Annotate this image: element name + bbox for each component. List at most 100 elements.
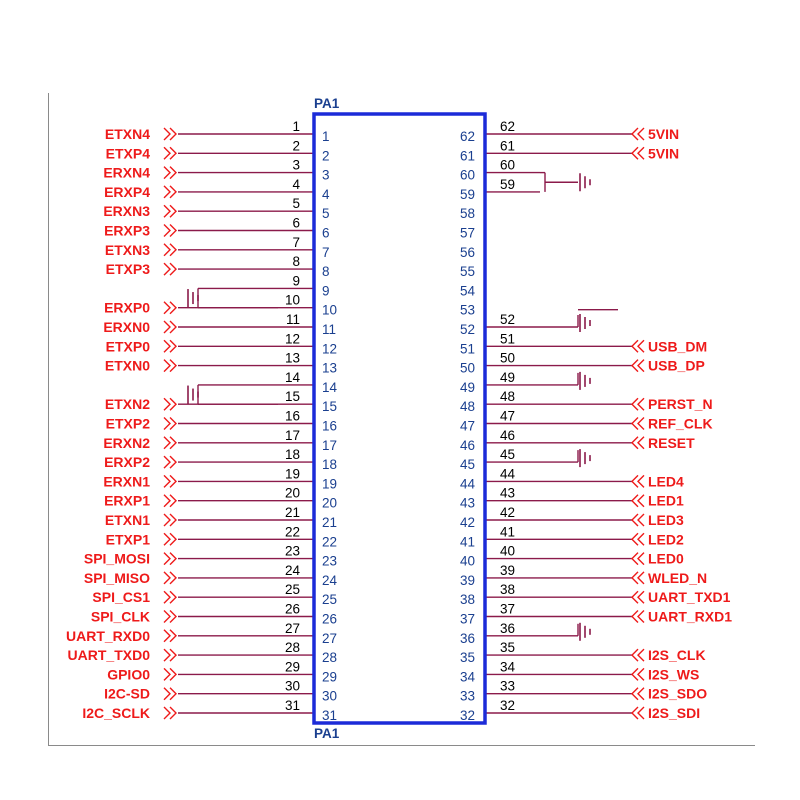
pin-number: 42 [500, 505, 515, 520]
offpage-connector-icon [163, 339, 177, 353]
pin-number: 46 [500, 428, 515, 443]
net-label: LED2 [648, 531, 684, 547]
offpage-connector-icon [631, 127, 645, 141]
offpage-connector-icon [163, 397, 177, 411]
ground-symbol-icon [187, 289, 199, 308]
chevron-stroke [631, 610, 639, 623]
pin-inner-number: 55 [460, 264, 475, 279]
chevron-stroke [631, 417, 639, 430]
chevron-stroke [631, 513, 639, 527]
net-label: 5VIN [648, 126, 679, 142]
chevron-stroke [169, 301, 177, 315]
net-label: I2C-SD [104, 686, 150, 702]
pin-inner-number: 23 [322, 554, 337, 569]
pin-inner-number: 1 [322, 129, 330, 144]
pin-inner-number: 14 [322, 380, 338, 395]
pin-number: 10 [285, 293, 300, 308]
chevron-stroke [169, 397, 177, 411]
net-label: LED0 [648, 551, 684, 567]
pin-inner-number: 8 [322, 264, 330, 279]
pin-inner-number: 58 [460, 206, 475, 221]
pin-inner-number: 48 [460, 399, 475, 414]
chevron-stroke [163, 494, 171, 508]
net-label: ERXN3 [103, 203, 150, 219]
pin-number: 25 [285, 582, 300, 597]
chevron-stroke [631, 339, 639, 353]
chevron-stroke [169, 513, 177, 527]
offpage-connector-icon [163, 224, 177, 237]
net-label: RESET [648, 435, 695, 451]
pin-number: 49 [500, 370, 515, 385]
net-label: ETXP2 [106, 416, 151, 432]
offpage-connector-icon [631, 146, 645, 160]
offpage-connector-icon [163, 552, 177, 566]
offpage-connector-icon [163, 320, 177, 334]
net-label: GPIO0 [107, 666, 150, 682]
pin-inner-number: 5 [322, 206, 330, 221]
pin-number: 50 [500, 351, 515, 366]
chevron-stroke [169, 532, 177, 546]
chevron-stroke [163, 243, 171, 257]
net-label: ERXN1 [103, 473, 150, 489]
offpage-connector-icon [163, 262, 177, 276]
pin-number: 6 [292, 216, 300, 231]
offpage-connector-icon [163, 532, 177, 546]
chevron-stroke [637, 667, 645, 681]
pin-number: 2 [292, 138, 300, 153]
pin-number: 22 [285, 524, 300, 539]
component-ref-bottom: PA1 [314, 726, 340, 741]
pin-inner-number: 39 [460, 573, 475, 588]
pin-inner-number: 46 [460, 438, 475, 453]
offpage-connector-icon [163, 590, 177, 604]
chevron-stroke [163, 127, 171, 141]
chevron-stroke [169, 243, 177, 257]
offpage-connector-icon [163, 166, 177, 180]
net-label: UART_RXD1 [648, 609, 732, 625]
chevron-stroke [637, 417, 645, 430]
pin-inner-number: 56 [460, 245, 475, 260]
chevron-stroke [631, 648, 639, 662]
net-label: ERXP4 [104, 184, 150, 200]
pin-number: 30 [285, 679, 300, 694]
chevron-stroke [637, 127, 645, 141]
offpage-connector-icon [163, 648, 177, 662]
pin-number: 23 [285, 544, 300, 559]
connector-body [312, 112, 487, 725]
chevron-stroke [637, 436, 645, 450]
chevron-stroke [163, 204, 171, 218]
pin-inner-number: 41 [460, 534, 475, 549]
pin-inner-number: 18 [322, 457, 337, 472]
ground-net [187, 384, 278, 405]
chevron-stroke [631, 552, 639, 566]
offpage-connector-icon [631, 436, 645, 450]
chevron-stroke [637, 552, 645, 566]
pin-inner-number: 22 [322, 534, 337, 549]
pin-number: 41 [500, 524, 515, 539]
ground-net [540, 371, 591, 390]
chevron-stroke [631, 706, 639, 720]
net-label: SPI_CS1 [92, 589, 150, 605]
pin-inner-number: 21 [322, 515, 337, 530]
net-label: SPI_CLK [91, 609, 150, 625]
pin-number: 48 [500, 389, 515, 404]
pin-number: 15 [285, 389, 300, 404]
net-label: ETXP1 [106, 531, 151, 547]
net-label: USB_DM [648, 338, 707, 354]
pin-number: 44 [500, 466, 516, 481]
offpage-connector-icon [163, 243, 177, 257]
pin-number: 18 [285, 447, 300, 462]
chevron-stroke [631, 359, 639, 373]
pin-inner-number: 62 [460, 129, 475, 144]
chevron-stroke [637, 687, 645, 701]
chevron-stroke [169, 667, 177, 681]
net-label: I2C_SCLK [82, 705, 150, 721]
net-label: ERXP2 [104, 454, 150, 470]
chevron-stroke [637, 397, 645, 411]
net-label: ERXN0 [103, 319, 150, 335]
pin-inner-number: 10 [322, 303, 337, 318]
chevron-stroke [163, 436, 171, 450]
pin-inner-number: 40 [460, 554, 475, 569]
chevron-stroke [631, 397, 639, 411]
chevron-stroke [169, 629, 177, 643]
chevron-stroke [637, 146, 645, 160]
